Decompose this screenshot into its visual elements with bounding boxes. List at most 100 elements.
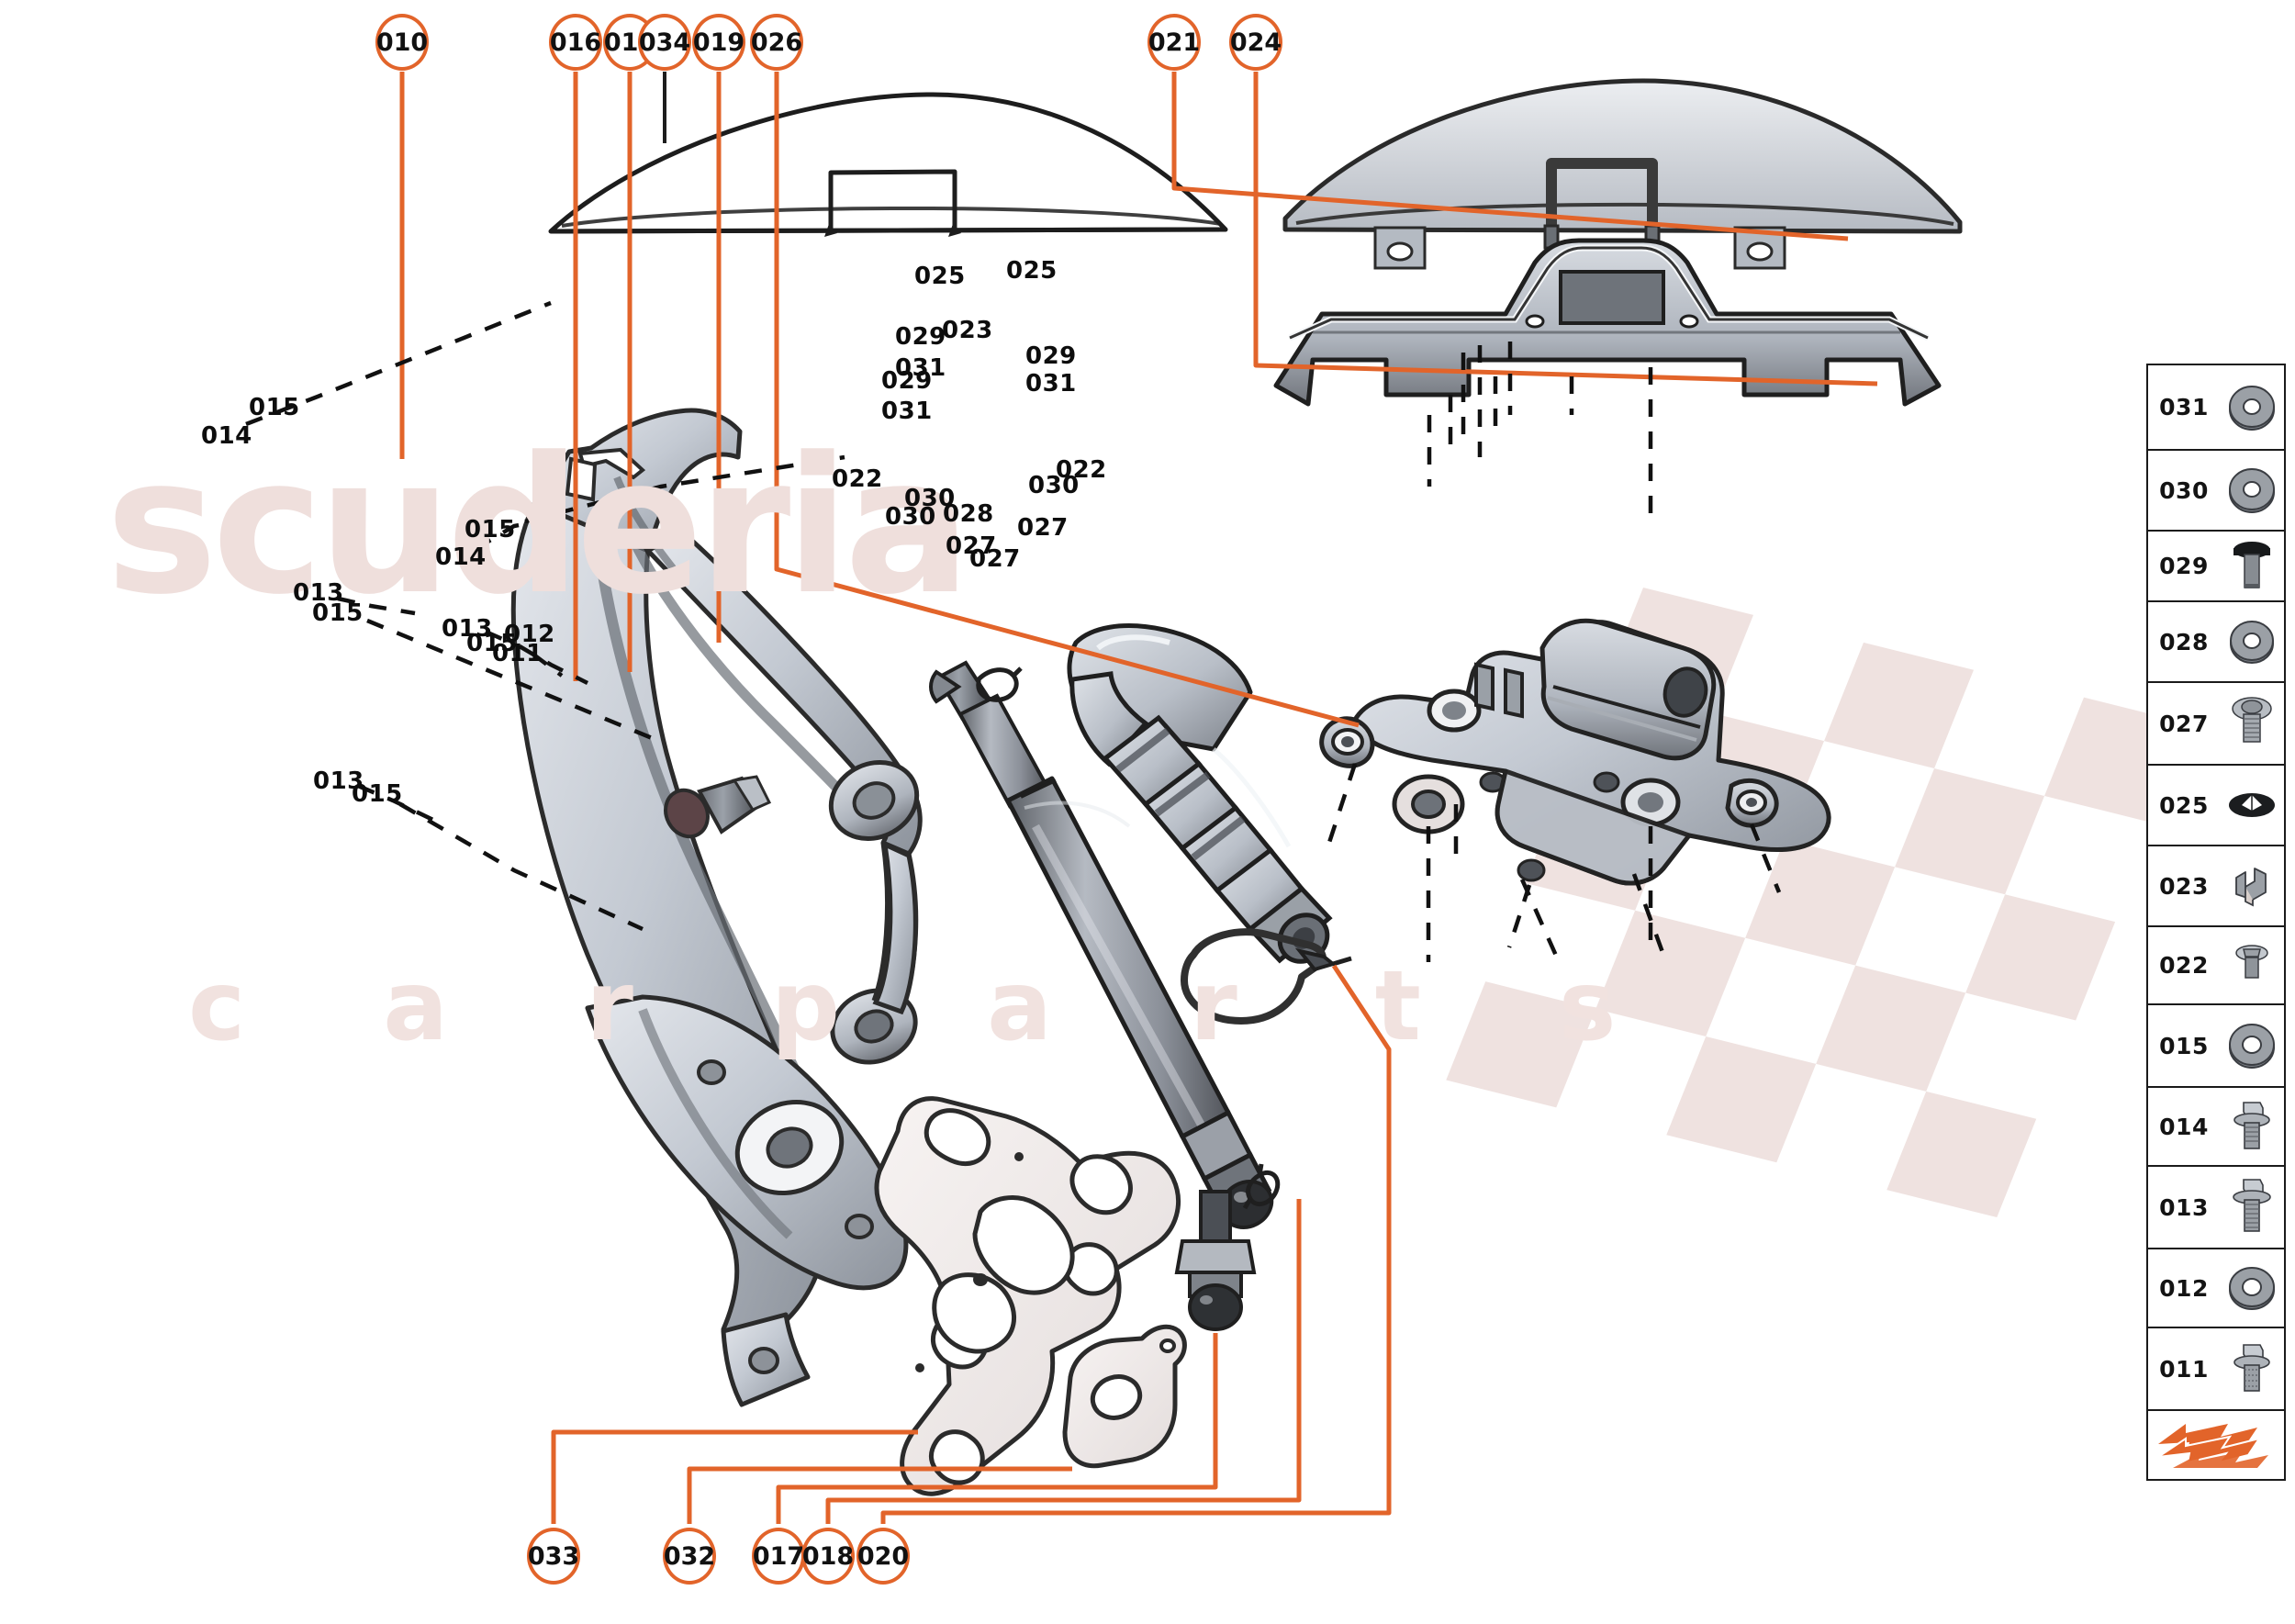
label-015-c: 015 — [312, 599, 364, 627]
sub-arm-eye-upper — [828, 759, 920, 842]
part-upper-cover-trim — [548, 92, 1228, 237]
callout-021[interactable]: 021 — [1148, 14, 1201, 71]
label-030-a: 030 — [904, 485, 956, 512]
label-029-c: 029 — [1025, 342, 1077, 370]
callout-032[interactable]: 032 — [663, 1528, 716, 1585]
label-027-c: 027 — [1017, 514, 1069, 542]
callout-026[interactable]: 026 — [750, 14, 803, 71]
legend-row-027[interactable]: 027 — [2148, 683, 2284, 766]
washer-icon — [2220, 1005, 2284, 1086]
push-rivet-icon — [2220, 766, 2284, 845]
legend-row-013[interactable]: 013 — [2148, 1167, 2284, 1249]
leader-lines-accent — [399, 72, 1878, 1524]
label-011: 011 — [492, 640, 543, 667]
watermark-letter: r — [1189, 950, 1237, 1062]
legend-row-014[interactable]: 014 — [2148, 1088, 2284, 1167]
callout-016[interactable]: 016 — [549, 14, 602, 71]
part-engine-cover-upper — [1282, 78, 1963, 270]
label-029-b: 029 — [881, 367, 933, 395]
callout-034[interactable]: 034 — [638, 14, 691, 71]
legend-row-logo[interactable] — [2148, 1411, 2284, 1479]
watermark-letter: r — [586, 950, 633, 1062]
legend-code-027: 027 — [2159, 710, 2209, 737]
callout-018-bottom[interactable]: 018 — [801, 1528, 855, 1585]
scuderia-arrow-logo-icon — [2148, 1411, 2284, 1479]
watermark-letter: a — [383, 950, 449, 1062]
legend-code-015: 015 — [2159, 1032, 2209, 1059]
label-013-b: 013 — [442, 615, 493, 643]
label-022-b: 022 — [1056, 456, 1107, 484]
washer-icon — [2220, 1249, 2284, 1327]
label-031-a: 031 — [895, 354, 946, 382]
legend-code-028: 028 — [2159, 628, 2209, 655]
part-upper-mount-bracket — [1319, 618, 1831, 886]
part-shock-absorber — [929, 660, 1274, 1229]
label-023: 023 — [942, 317, 993, 344]
legend-code-012: 012 — [2159, 1274, 2209, 1302]
part-circlip-lower — [1242, 1163, 1281, 1210]
watermark-letter: a — [987, 950, 1052, 1062]
legend-code-030: 030 — [2159, 476, 2209, 504]
hex-flange-bolt-long-icon — [2220, 1167, 2284, 1248]
leader-lines-dashed — [245, 300, 1782, 967]
callout-033[interactable]: 033 — [527, 1528, 580, 1585]
legend-code-029: 029 — [2159, 553, 2209, 579]
hex-flange-bolt-icon — [2220, 1088, 2284, 1165]
part-heat-shield-tray — [1273, 238, 1942, 407]
part-circlip-upper — [976, 666, 1023, 702]
legend-row-023[interactable]: 023 — [2148, 846, 2284, 927]
callout-017[interactable]: 017 — [752, 1528, 805, 1585]
label-027-b: 027 — [969, 545, 1021, 573]
legend-code-031: 031 — [2159, 394, 2209, 420]
label-030-c: 030 — [1028, 472, 1080, 499]
label-013-c: 013 — [313, 767, 364, 795]
legend-row-015[interactable]: 015 — [2148, 1005, 2284, 1088]
callout-020[interactable]: 020 — [856, 1528, 910, 1585]
label-025-a: 025 — [914, 263, 966, 290]
legend-row-029[interactable]: 029 — [2148, 532, 2284, 602]
callout-010[interactable]: 010 — [375, 14, 429, 71]
legend-code-023: 023 — [2159, 872, 2209, 900]
watermark-letter: s — [1558, 950, 1617, 1062]
callout-024[interactable]: 024 — [1229, 14, 1282, 71]
legend-row-011[interactable]: 011 — [2148, 1328, 2284, 1411]
label-015-d: 015 — [466, 630, 518, 657]
legend-code-011: 011 — [2159, 1355, 2209, 1383]
label-027-a: 027 — [946, 532, 997, 560]
legend-code-025: 025 — [2159, 791, 2209, 819]
hex-flange-bolt-icon — [2220, 1328, 2284, 1409]
washer-icon — [2220, 365, 2284, 449]
part-dust-boot-bellows — [1067, 623, 1333, 964]
flange-bolt-short-icon — [2220, 927, 2284, 1003]
watermark-letter: t — [1374, 950, 1421, 1062]
legend-row-012[interactable]: 012 — [2148, 1249, 2284, 1328]
legend-row-030[interactable]: 030 — [2148, 451, 2284, 532]
callout-019[interactable]: 019 — [692, 14, 745, 71]
legend-row-022[interactable]: 022 — [2148, 927, 2284, 1005]
legend-row-028[interactable]: 028 — [2148, 602, 2284, 683]
legend-row-025[interactable]: 025 — [2148, 766, 2284, 846]
label-015-a: 015 — [249, 394, 300, 421]
part-upper-wishbone-arm — [510, 408, 923, 1407]
sub-bushing-stud — [664, 775, 772, 839]
part-ball-joint-stud — [1174, 1190, 1257, 1331]
label-030-b: 030 — [885, 503, 936, 531]
legend-code-013: 013 — [2159, 1193, 2209, 1221]
watermark-letter: p — [770, 950, 841, 1062]
label-031-b: 031 — [881, 398, 933, 425]
part-retaining-wire-clip — [1181, 928, 1352, 1025]
label-014-b: 014 — [435, 543, 487, 571]
legend-row-031[interactable]: 031 — [2148, 365, 2284, 451]
label-028: 028 — [943, 500, 994, 528]
label-012: 012 — [504, 621, 555, 648]
legend-code-014: 014 — [2159, 1113, 2209, 1140]
washer-icon — [2220, 602, 2284, 681]
legend-code-022: 022 — [2159, 952, 2209, 979]
parts-legend-table: 031 030 029 — [2146, 364, 2286, 1481]
part-bracket-plate-033 — [874, 1096, 1181, 1496]
black-head-bolt-icon — [2220, 532, 2284, 600]
label-029-a: 029 — [895, 323, 946, 351]
